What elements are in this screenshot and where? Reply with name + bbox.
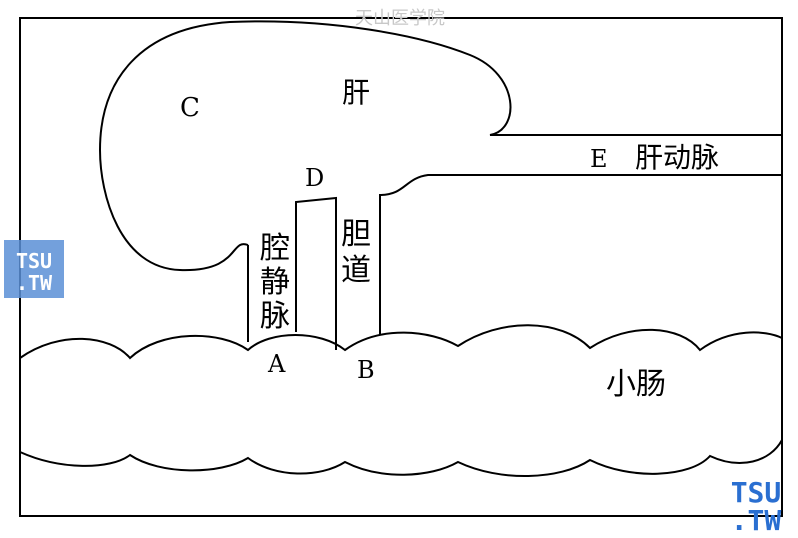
label-portal-vein-char3: 脉 bbox=[260, 299, 290, 334]
label-bile-duct-char2: 道 bbox=[341, 253, 371, 288]
label-hepatic-artery: 肝动脉 bbox=[635, 141, 719, 174]
tsu-logo-left: TSU .TW bbox=[4, 240, 64, 298]
logo-right-line2: .TW bbox=[731, 504, 782, 537]
label-e: E bbox=[590, 145, 608, 173]
watermark-text: 天山医学院 bbox=[355, 8, 445, 29]
liver-outline bbox=[98, 20, 782, 272]
tsu-logo-right: TSU .TW bbox=[731, 476, 782, 537]
label-liver: 肝 bbox=[342, 76, 370, 109]
diagram-frame bbox=[19, 17, 783, 517]
label-small-intestine: 小肠 bbox=[606, 367, 666, 402]
label-a: A bbox=[267, 350, 286, 378]
label-c: C bbox=[180, 93, 200, 123]
label-portal-vein-char1: 腔 bbox=[260, 231, 290, 266]
small-intestine-bottom bbox=[19, 439, 783, 477]
label-portal-vein-char2: 静 bbox=[260, 265, 290, 300]
label-bile-duct-char1: 胆 bbox=[341, 217, 371, 252]
logo-left-line1: TSU bbox=[16, 249, 52, 273]
label-b: B bbox=[357, 356, 375, 384]
bile-duct-tube bbox=[295, 196, 337, 350]
label-d: D bbox=[305, 164, 324, 192]
small-intestine-outline bbox=[19, 324, 783, 360]
logo-right-line1: TSU bbox=[731, 476, 782, 509]
hepatic-artery-lower-wall bbox=[379, 174, 782, 335]
logo-left-line2: .TW bbox=[16, 271, 53, 295]
